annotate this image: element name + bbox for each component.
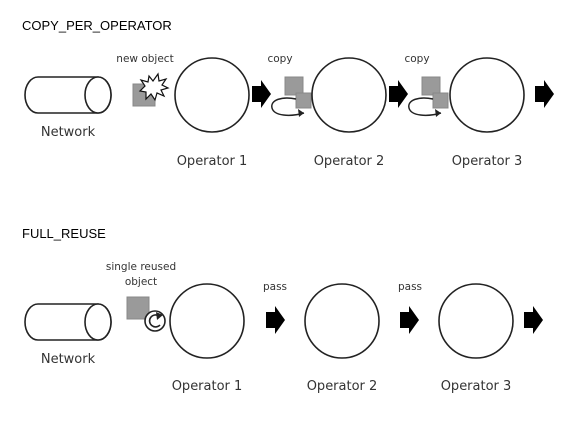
copy-label-2: copy — [404, 53, 429, 65]
reused-object-square — [126, 296, 150, 320]
reused-object-label-line2: object — [125, 276, 157, 288]
section-title-copy: COPY_PER_OPERATOR — [22, 18, 172, 33]
pass-label-2: pass — [398, 281, 422, 293]
operator-label-1: Operator 1 — [177, 154, 248, 169]
operator-circle-1 — [174, 57, 250, 133]
network-label: Network — [41, 125, 96, 140]
operator-circle-1 — [169, 283, 245, 359]
copy-loop-arrowhead — [298, 109, 304, 117]
operator-label-2: Operator 2 — [307, 379, 378, 394]
arrow-right-icon — [252, 80, 271, 108]
copied-object-square — [432, 92, 449, 109]
pass-label-1: pass — [263, 281, 287, 293]
operator-label-3: Operator 3 — [441, 379, 512, 394]
copy-loop-icon — [408, 97, 442, 117]
operator-label-1: Operator 1 — [172, 379, 243, 394]
operator-circle-2 — [311, 57, 387, 133]
operator-label-3: Operator 3 — [452, 154, 523, 169]
network-label: Network — [41, 352, 96, 367]
copied-object-square — [421, 76, 441, 96]
network-cylinder — [24, 76, 112, 114]
arrow-right-icon — [389, 80, 408, 108]
burst-icon — [138, 72, 170, 102]
copy-loop-icon — [271, 97, 305, 117]
copy-loop-arrowhead — [435, 109, 441, 117]
reused-object-label-line1: single reused — [106, 261, 176, 273]
operator-label-2: Operator 2 — [314, 154, 385, 169]
arrow-right-icon — [535, 80, 554, 108]
operator-circle-3 — [438, 283, 514, 359]
arrow-right-icon — [400, 306, 419, 334]
arrow-right-icon — [266, 306, 285, 334]
reuse-cycle-icon — [144, 310, 166, 332]
section-title-reuse: FULL_REUSE — [22, 226, 106, 241]
copied-object-square — [284, 76, 304, 96]
operator-circle-3 — [449, 57, 525, 133]
operator-circle-2 — [304, 283, 380, 359]
network-cylinder — [24, 303, 112, 341]
copy-label-1: copy — [267, 53, 292, 65]
copied-object-square — [295, 92, 312, 109]
arrow-right-icon — [524, 306, 543, 334]
new-object-label: new object — [116, 53, 173, 65]
